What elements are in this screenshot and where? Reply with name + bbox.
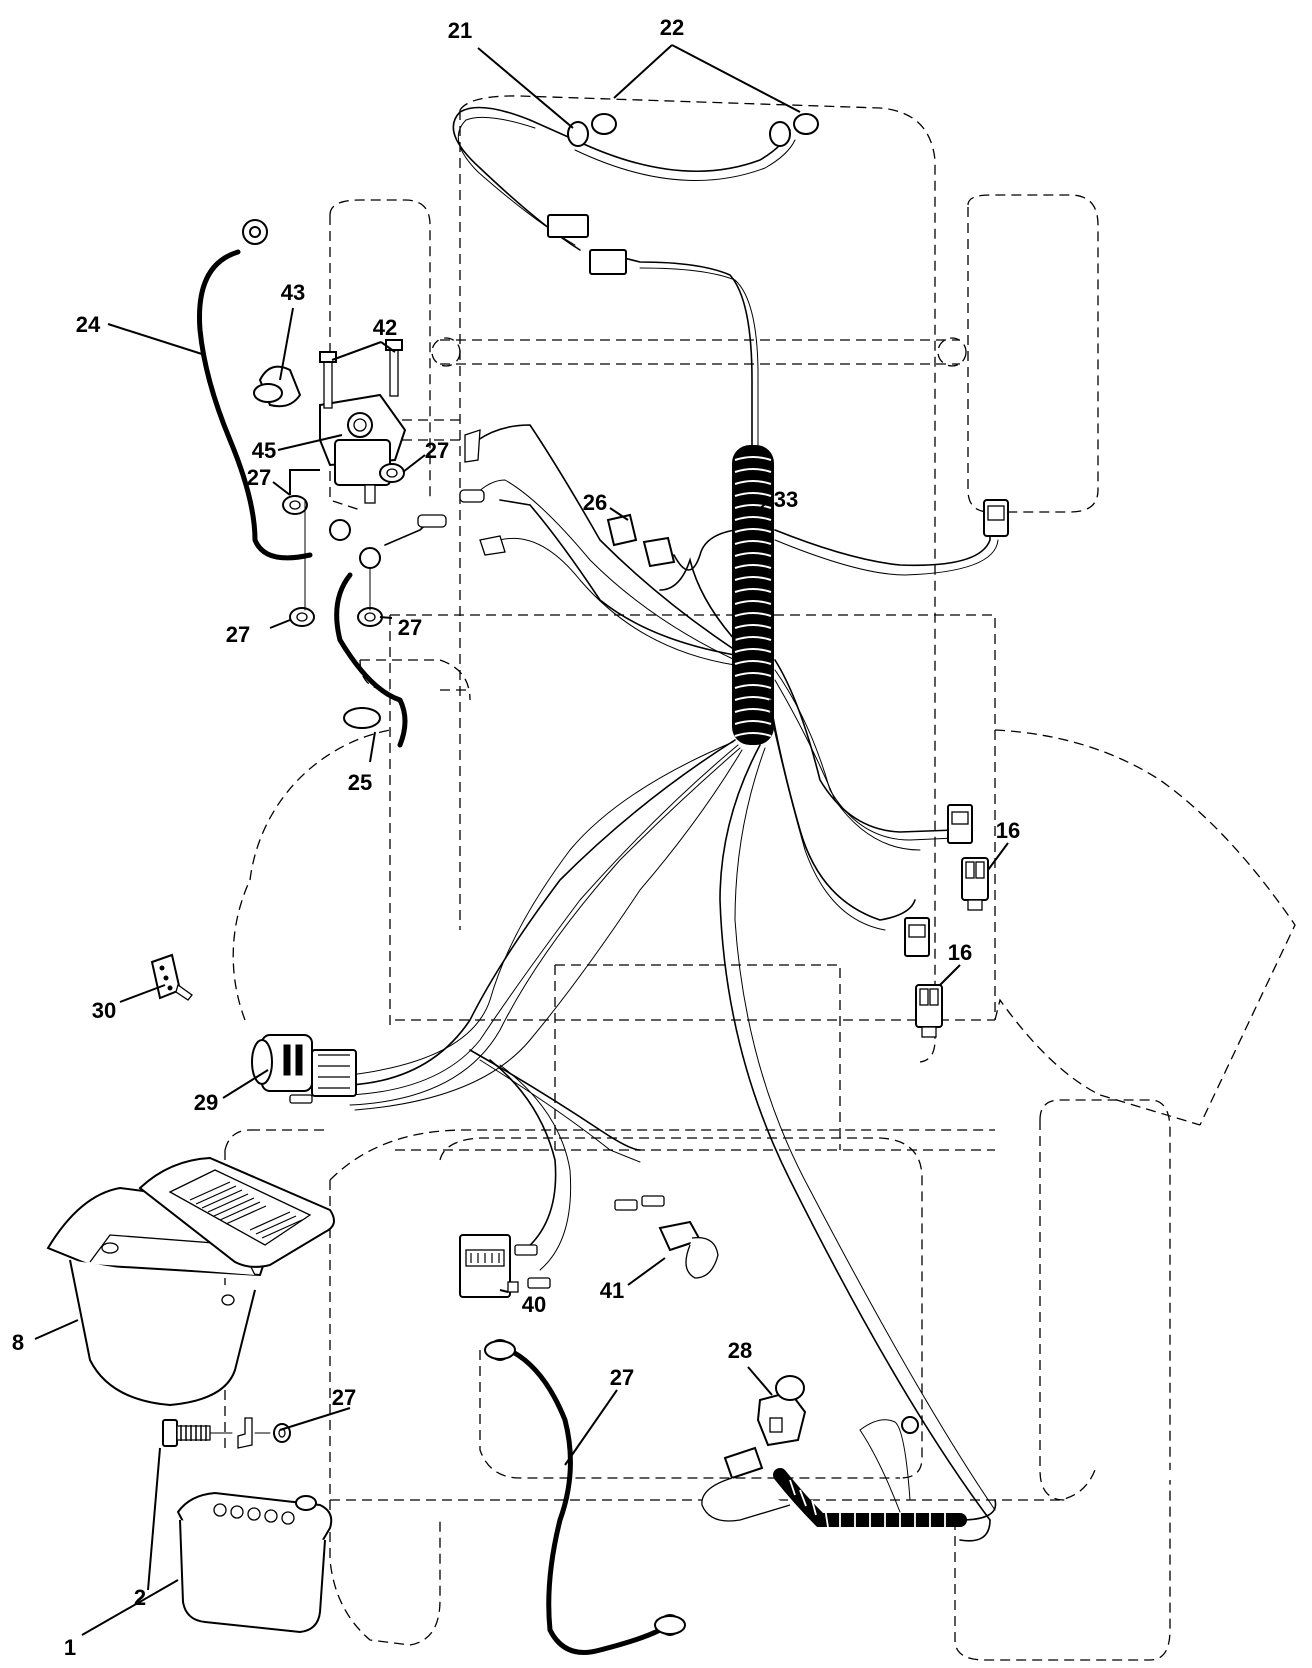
headlight-bulb-left (567, 113, 617, 147)
callout-27-battery: 27 (332, 1385, 356, 1410)
callout-2: 2 (134, 1585, 146, 1610)
headlight-harness (452, 106, 796, 275)
light-bulb-socket (614, 1195, 719, 1279)
callout-24: 24 (76, 312, 101, 337)
callout-27-lower-left: 27 (226, 622, 250, 647)
interlock-switch-lower (915, 984, 943, 1038)
callout-27-lower-right: 27 (398, 615, 422, 640)
solenoid-boot (253, 365, 302, 408)
callout-16-lower: 16 (948, 940, 972, 965)
callout-27-solenoid-left: 27 (247, 465, 271, 490)
ignition-switch (251, 1034, 357, 1104)
connector-plug-upper (947, 804, 973, 844)
callout-8: 8 (12, 1330, 24, 1355)
main-wiring-harness (349, 251, 999, 1542)
battery-cable-positive (196, 219, 313, 561)
callout-42: 43 (281, 280, 305, 305)
coiled-cord (773, 1416, 997, 1528)
callout-21: 21 (448, 18, 472, 43)
seat-switch-connector (983, 499, 1009, 537)
pto-switch (756, 1375, 807, 1447)
fuse-holder (606, 513, 736, 571)
callout-52: 41 (600, 1278, 624, 1303)
battery-cable-ground (334, 572, 408, 748)
callout-27-solenoid-right: 27 (425, 438, 449, 463)
callout-30: 29 (194, 1090, 218, 1115)
callout-26: 26 (583, 490, 607, 515)
callout-16-upper: 16 (996, 818, 1020, 843)
hour-meter-terminals (514, 1244, 551, 1289)
chassis-outline (224, 95, 1296, 1661)
callout-43: 45 (252, 438, 276, 463)
battery-bolt (162, 1417, 271, 1449)
pto-connector-plug (701, 1446, 791, 1522)
headlight-connector-socket (589, 249, 627, 275)
callout-41: 42 (373, 315, 397, 340)
callout-33: 30 (92, 998, 116, 1023)
headlight-connector-plug (547, 214, 589, 238)
callout-1: 1 (64, 1635, 76, 1660)
ignition-key-icon (150, 953, 193, 1001)
callout-40: 33 (774, 487, 798, 512)
battery-box (46, 1186, 272, 1407)
battery-hold-down (138, 1156, 335, 1268)
solenoid-bolt-left (319, 351, 337, 409)
headlight-bulb-right (769, 113, 819, 147)
hour-meter (459, 1234, 519, 1298)
callout-28: 27 (610, 1365, 634, 1390)
starter-solenoid (319, 393, 407, 504)
callout-29: 28 (728, 1338, 752, 1363)
callout-labels: 21 22 24 43 42 45 27 27 27 27 25 26 33 1… (12, 15, 1020, 1660)
connector-plug-lower (904, 917, 930, 957)
interlock-switch-upper (961, 857, 989, 911)
battery (176, 1491, 333, 1634)
ground-cable (484, 1339, 686, 1655)
callout-22: 22 (660, 15, 684, 40)
solenoid-terminals (304, 429, 506, 611)
callout-45: 40 (522, 1292, 546, 1317)
harness-loom (732, 445, 774, 745)
callout-25: 25 (348, 770, 372, 795)
leader-lines (34, 44, 1009, 1636)
